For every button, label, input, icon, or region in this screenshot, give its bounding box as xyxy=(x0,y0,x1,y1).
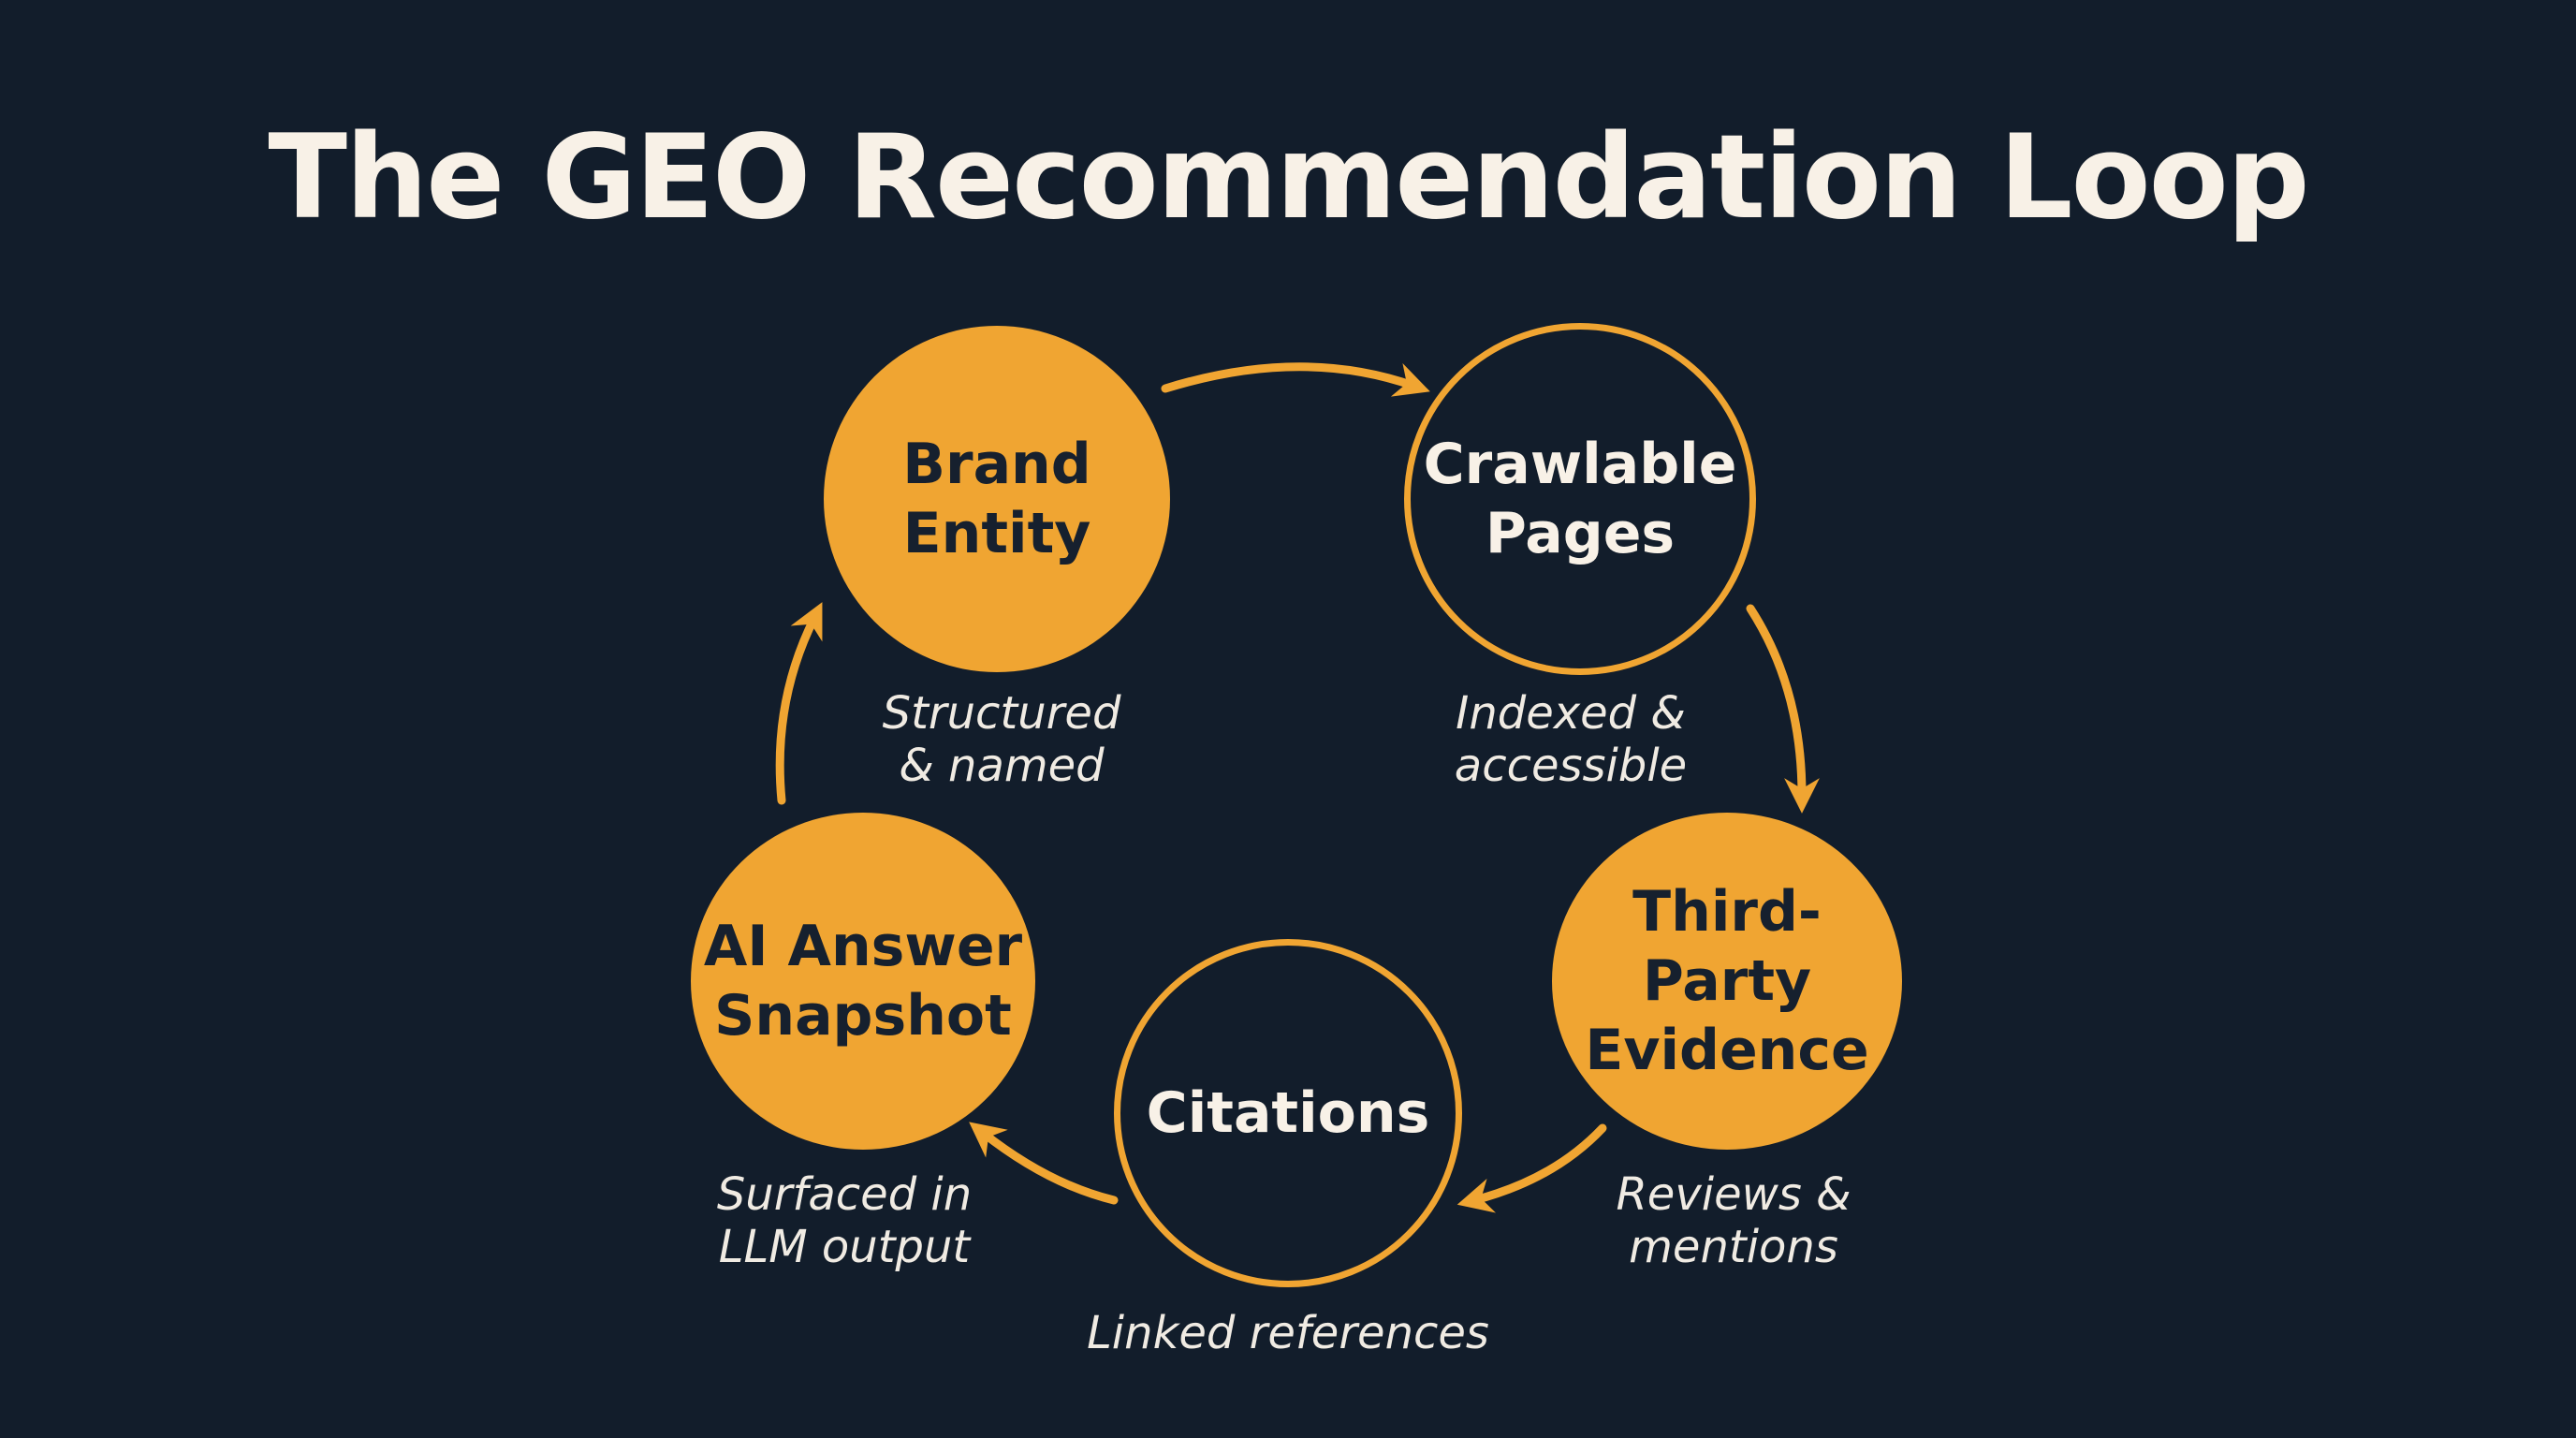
node-label: Evidence xyxy=(1585,1018,1869,1083)
node-label: Third-Party xyxy=(1632,879,1822,1014)
node-citations: Citations xyxy=(1114,939,1462,1287)
arrow-crawlable-pages-to-third-party-evidence xyxy=(1746,604,1820,814)
caption-line: LLM output xyxy=(718,1221,971,1273)
arrow-brand-entity-to-crawlable-pages xyxy=(1161,362,1430,397)
node-crawlable-pages: Crawlable Pages xyxy=(1404,323,1756,675)
caption-line: & named xyxy=(899,740,1105,792)
caption-line: Reviews & xyxy=(1616,1168,1852,1221)
caption-citations: Linked references xyxy=(1007,1307,1569,1359)
caption-crawlable-pages: Indexed & accessible xyxy=(1383,687,1758,792)
node-label: Citations xyxy=(1146,1080,1430,1146)
page-title: The GEO Recommendation Loop xyxy=(268,110,2309,245)
node-label: AI Answer xyxy=(703,914,1023,979)
caption-line: accessible xyxy=(1454,740,1688,792)
caption-line: Structured xyxy=(882,687,1121,740)
caption-line: mentions xyxy=(1629,1221,1838,1273)
caption-third-party-evidence: Reviews & mentions xyxy=(1546,1168,1921,1273)
caption-brand-entity: Structured & named xyxy=(814,687,1189,792)
arrow-citations-to-ai-answer-snapshot xyxy=(969,1122,1119,1205)
caption-line: Surfaced in xyxy=(716,1168,973,1221)
node-label: Snapshot xyxy=(714,983,1012,1049)
node-label: Crawlable xyxy=(1423,432,1737,497)
node-ai-answer-snapshot: AI Answer Snapshot xyxy=(691,813,1035,1150)
node-third-party-evidence: Third-Party Evidence xyxy=(1552,813,1902,1150)
caption-line: Linked references xyxy=(1087,1307,1489,1359)
node-label: Pages xyxy=(1485,501,1676,566)
node-label: Entity xyxy=(902,501,1091,566)
arrow-third-party-evidence-to-citations xyxy=(1456,1123,1607,1213)
node-label: Brand xyxy=(902,432,1091,497)
caption-ai-answer-snapshot: Surfaced in LLM output xyxy=(657,1168,1032,1273)
arrow-ai-answer-snapshot-to-brand-entity xyxy=(775,602,823,805)
node-brand-entity: Brand Entity xyxy=(824,326,1170,672)
caption-line: Indexed & xyxy=(1456,687,1686,740)
